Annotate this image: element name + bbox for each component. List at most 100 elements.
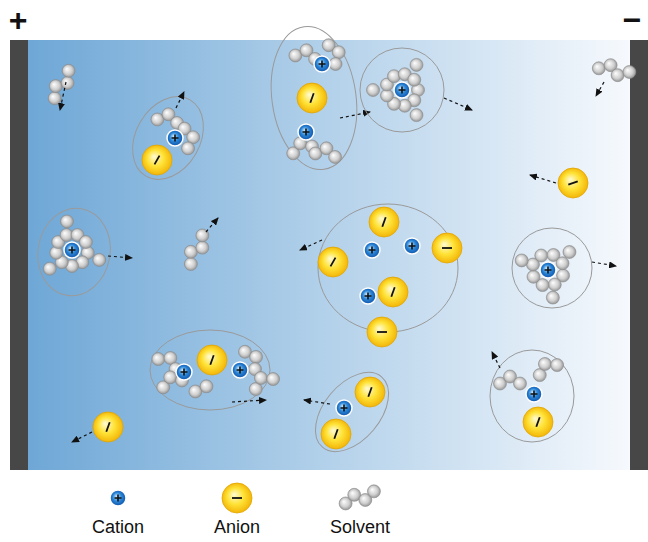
- motion-arrow: [60, 82, 66, 110]
- solvent-sphere: [196, 241, 209, 254]
- solvent-sphere: [62, 64, 75, 77]
- solvent-sphere: [611, 69, 624, 82]
- plus-sign: [365, 293, 372, 300]
- minus-sign: [368, 387, 371, 396]
- motion-arrow: [72, 432, 92, 442]
- cation: [232, 362, 248, 378]
- motion-arrow: [340, 112, 370, 118]
- minus-sign: [536, 417, 539, 426]
- cation: [176, 364, 192, 380]
- solvent-sphere: [79, 236, 92, 249]
- cation: [360, 288, 376, 304]
- electrolyte-region: [28, 40, 630, 470]
- solvent-sphere: [267, 373, 280, 386]
- solvent-sphere: [527, 270, 540, 283]
- anion: [222, 483, 252, 513]
- solvent-sphere: [43, 262, 56, 275]
- cation-ball: [232, 362, 248, 378]
- anion-ball: [369, 207, 399, 237]
- anion-ball: [222, 483, 252, 513]
- negative-electrode: [630, 40, 648, 470]
- motion-arrow: [492, 352, 500, 368]
- motion-arrow: [300, 240, 322, 250]
- minus-sign: [210, 355, 213, 364]
- anion: [378, 277, 408, 307]
- minus-sign: [442, 247, 452, 249]
- cation-ball: [364, 242, 380, 258]
- solvent-sphere: [184, 245, 197, 258]
- solvent-molecule: [494, 370, 527, 390]
- plus-sign: [545, 267, 552, 274]
- minus-sign: [106, 422, 109, 431]
- anion-ball: [142, 145, 172, 175]
- solvent-molecule: [339, 485, 380, 510]
- minus-sign: [232, 497, 242, 499]
- minus-sign: [377, 331, 387, 333]
- solvent-sphere: [200, 380, 213, 393]
- solvation-shell: [367, 58, 424, 121]
- cation: [404, 238, 420, 254]
- anion-ball: [297, 83, 327, 113]
- solvent-molecule: [249, 371, 279, 395]
- legend-sample: [222, 483, 252, 513]
- anion: [369, 207, 399, 237]
- anion-ball: [558, 168, 588, 198]
- minus-sign: [382, 217, 385, 226]
- legend-label: Cation: [92, 518, 144, 538]
- anion-ball: [378, 277, 408, 307]
- positive-electrode: [10, 40, 28, 470]
- minus-sign: [310, 93, 313, 102]
- solvent-sphere: [254, 371, 267, 384]
- solvent-sphere: [49, 80, 62, 93]
- solvation-shell: [50, 228, 95, 272]
- plus-sign: [69, 247, 76, 254]
- cation-ball: [110, 490, 126, 506]
- solvent-molecule: [48, 64, 75, 104]
- anion: [93, 412, 123, 442]
- motion-arrow: [304, 400, 330, 404]
- legend-samples: [110, 483, 380, 513]
- plus-sign: [303, 129, 310, 136]
- cation-ball: [314, 56, 330, 72]
- solvent-sphere: [332, 46, 345, 59]
- solvent-sphere: [182, 142, 195, 155]
- electrode-sign: +: [9, 4, 28, 36]
- cluster-outline: [490, 350, 574, 442]
- solvated-cation: [31, 202, 132, 301]
- solvent-molecule: [533, 357, 563, 381]
- contact-ion-pair: [490, 350, 574, 442]
- species: [31, 21, 636, 465]
- anion: [523, 407, 553, 437]
- solvent-sphere: [250, 350, 263, 363]
- cluster-outline: [512, 228, 592, 308]
- anion: [321, 419, 351, 449]
- plus-sign: [237, 367, 244, 374]
- cation: [526, 386, 542, 402]
- cation: [167, 130, 183, 146]
- cation-ball: [526, 386, 542, 402]
- solvent-sphere: [367, 84, 380, 97]
- anion-ball: [432, 233, 462, 263]
- anion-ball: [523, 407, 553, 437]
- anion-ball: [197, 345, 227, 375]
- legend-sample: [110, 490, 126, 506]
- motion-arrow: [444, 98, 472, 110]
- anion: [142, 145, 172, 175]
- solvent-molecule: [184, 229, 208, 271]
- solvent-sphere: [410, 58, 423, 71]
- solvent-sphere: [623, 65, 636, 78]
- minus-sign: [155, 156, 160, 165]
- anion: [432, 233, 462, 263]
- cluster-outline: [31, 202, 117, 301]
- minus-sign: [334, 429, 337, 438]
- solvent-sphere: [546, 291, 559, 304]
- solvent-sphere: [548, 278, 561, 291]
- anion-ball: [367, 317, 397, 347]
- solvent-sphere: [515, 254, 528, 267]
- motion-arrow: [232, 400, 266, 402]
- solvation-shell: [380, 68, 424, 113]
- plus-sign: [409, 243, 416, 250]
- solvent-sphere: [164, 371, 177, 384]
- cation-ball: [298, 124, 314, 140]
- plus-sign: [341, 405, 348, 412]
